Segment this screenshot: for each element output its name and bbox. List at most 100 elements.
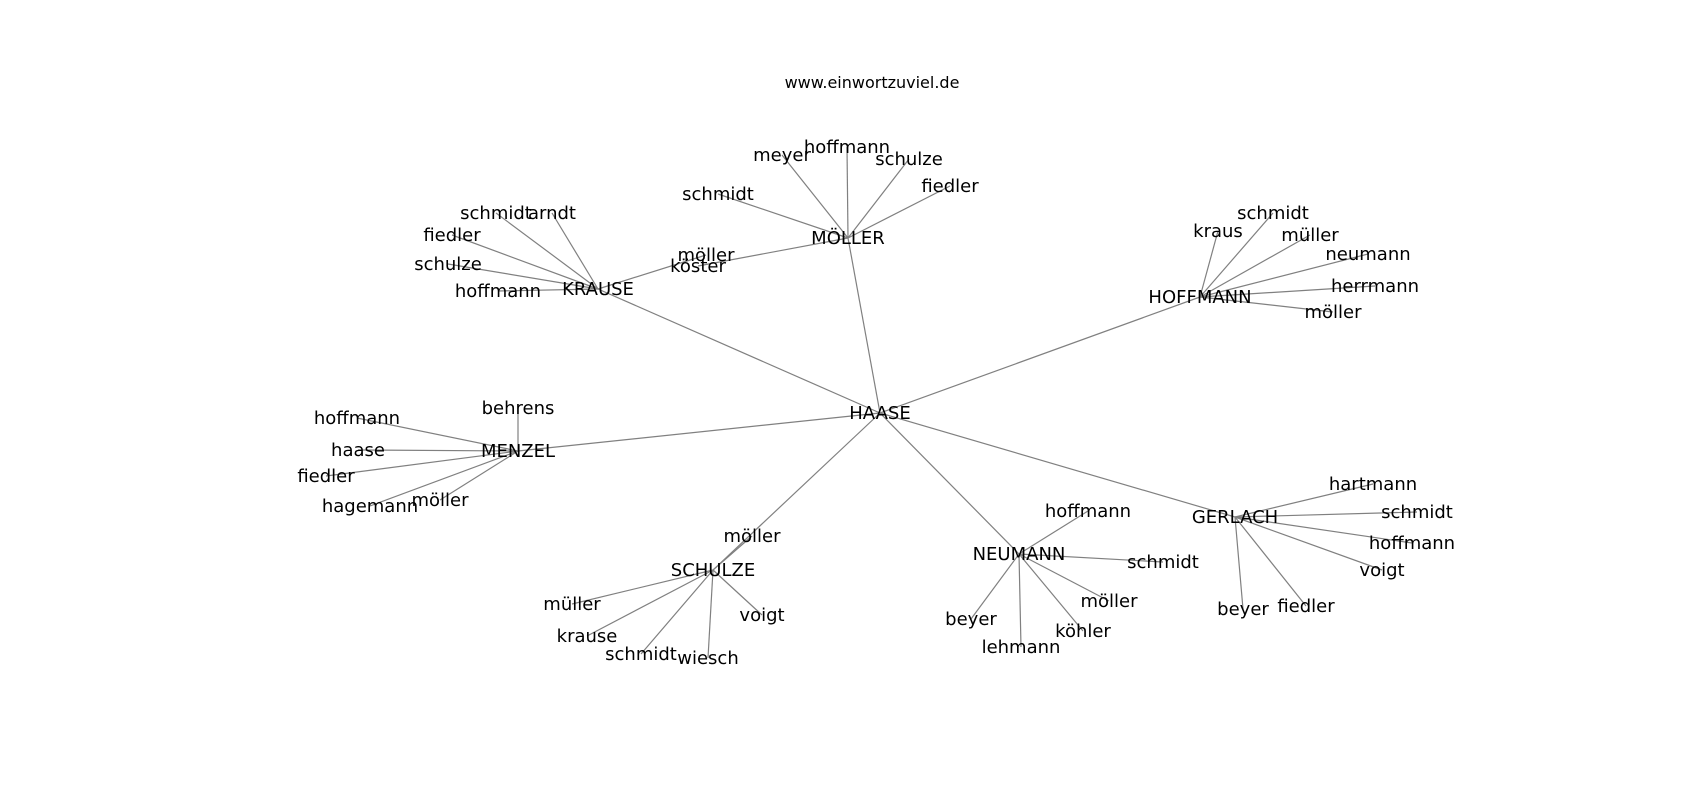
- leaf-node-label: schmidt: [460, 203, 532, 224]
- leaf-node-label: voigt: [1359, 560, 1404, 581]
- edge-hub-to-leaf: [847, 158, 910, 239]
- leaf-node-label: haase: [331, 440, 385, 461]
- leaf-node-label: kraus: [1193, 221, 1243, 242]
- hub-node-label: MÖLLER: [811, 227, 885, 249]
- leaf-node-label: hoffmann: [804, 137, 890, 158]
- edge-center-to-hub: [712, 412, 881, 571]
- edge-hub-to-leaf: [357, 449, 519, 452]
- site-title: www.einwortzuviel.de: [785, 73, 960, 92]
- leaf-node-label: müller: [543, 594, 601, 615]
- edge-hub-to-leaf: [451, 234, 599, 290]
- leaf-node-label: hagemann: [322, 496, 418, 517]
- edge-hub-to-leaf: [356, 417, 519, 452]
- edge-hub-to-leaf: [1199, 296, 1334, 313]
- leaf-node-label: schmidt: [605, 644, 677, 665]
- edge-hub-to-leaf: [1018, 553, 1084, 632]
- edge-hub-to-leaf: [325, 450, 519, 477]
- edge-hub-to-leaf: [1018, 553, 1110, 602]
- label-layer: kösterschmidtmeyerhoffmannschulzefiedler…: [297, 137, 1455, 669]
- leaf-node-label: beyer: [945, 609, 997, 630]
- leaf-node-label: voigt: [739, 605, 784, 626]
- leaf-node-label: fiedler: [921, 176, 979, 197]
- edge-hub-to-leaf: [1199, 212, 1274, 298]
- leaf-node-label: schmidt: [1381, 502, 1453, 523]
- leaf-node-label: hoffmann: [455, 281, 541, 302]
- leaf-node-label: meyer: [753, 145, 811, 166]
- leaf-node-label: möller: [1304, 302, 1362, 323]
- hub-node-label: MENZEL: [481, 441, 555, 462]
- edge-hub-to-leaf: [1234, 516, 1307, 607]
- hub-node-label: KRAUSE: [562, 279, 634, 300]
- edge-center-to-hub: [879, 296, 1201, 414]
- edge-hub-to-leaf: [1234, 516, 1413, 544]
- edge-hub-to-leaf: [1018, 553, 1164, 563]
- edge-center-to-hub: [879, 412, 1020, 555]
- edge-hub-to-leaf: [1234, 516, 1383, 571]
- leaf-node-label: arndt: [528, 203, 576, 224]
- edge-hub-to-leaf: [597, 254, 707, 290]
- edge-hub-to-leaf: [1018, 510, 1089, 555]
- leaf-node-label: schulze: [875, 149, 943, 170]
- leaf-node-label: schmidt: [1237, 203, 1309, 224]
- leaf-node-label: möller: [677, 245, 735, 266]
- edge-hub-to-leaf: [1199, 234, 1311, 298]
- edge-center-to-hub: [847, 237, 881, 414]
- leaf-node-label: beyer: [1217, 599, 1269, 620]
- edge-hub-to-leaf: [712, 569, 763, 616]
- edge-hub-to-leaf: [712, 535, 753, 571]
- leaf-node-label: schmidt: [682, 184, 754, 205]
- edge-hub-to-leaf: [707, 569, 714, 659]
- edge-hub-to-leaf: [1234, 511, 1418, 518]
- hub-node-label: HOFFMANN: [1148, 287, 1251, 308]
- edge-center-to-hub: [879, 412, 1236, 518]
- edge-hub-to-leaf: [369, 450, 519, 507]
- leaf-node-label: schmidt: [1127, 552, 1199, 573]
- edge-hub-to-leaf: [846, 146, 849, 239]
- leaf-node-label: möller: [411, 490, 469, 511]
- edge-hub-to-leaf: [717, 193, 849, 239]
- leaf-node-label: neumann: [1325, 244, 1410, 265]
- edge-hub-to-leaf: [551, 212, 599, 290]
- edge-hub-to-leaf: [439, 450, 519, 501]
- edge-hub-to-leaf: [1234, 483, 1374, 518]
- edge-hub-to-leaf: [1199, 285, 1376, 298]
- leaf-node-label: möller: [1080, 591, 1138, 612]
- edge-hub-to-leaf: [781, 154, 849, 239]
- leaf-node-label: schulze: [414, 254, 482, 275]
- leaf-node-label: herrmann: [1331, 276, 1419, 297]
- leaf-node-label: fiedler: [1277, 596, 1335, 617]
- edge-hub-to-leaf: [586, 569, 714, 637]
- edge-center-to-hub: [517, 412, 881, 452]
- leaf-node-label: wiesch: [677, 648, 738, 669]
- edge-center-to-hub: [597, 288, 881, 414]
- leaf-node-label: hoffmann: [314, 408, 400, 429]
- edge-hub-to-leaf: [1234, 516, 1244, 610]
- center-node-label: HAASE: [849, 403, 910, 424]
- hub-node-label: SCHULZE: [671, 560, 755, 581]
- hub-node-label: NEUMANN: [973, 544, 1066, 565]
- edge-hub-to-leaf: [571, 569, 714, 605]
- leaf-node-label: köhler: [1055, 621, 1111, 642]
- edge-hub-to-leaf: [847, 185, 951, 239]
- leaf-node-label: hoffmann: [1369, 533, 1455, 554]
- edge-hub-to-leaf: [970, 553, 1020, 620]
- leaf-node-label: krause: [557, 626, 618, 647]
- leaf-node-label: fiedler: [423, 225, 481, 246]
- edge-hub-to-leaf: [1199, 253, 1369, 298]
- edge-hub-to-leaf: [495, 212, 599, 290]
- edge-hub-to-leaf: [497, 288, 599, 292]
- leaf-node-label: hoffmann: [1045, 501, 1131, 522]
- leaf-node-label: fiedler: [297, 466, 355, 487]
- edge-layer: [325, 146, 1418, 659]
- edge-hub-to-leaf: [697, 237, 849, 267]
- leaf-node-label: hartmann: [1329, 474, 1417, 495]
- leaf-node-label: behrens: [482, 398, 555, 419]
- leaf-node-label: möller: [723, 526, 781, 547]
- leaf-node-label: lehmann: [982, 637, 1061, 658]
- leaf-node-label: köster: [670, 256, 726, 277]
- hub-node-label: GERLACH: [1192, 507, 1278, 528]
- edge-hub-to-leaf: [1018, 553, 1022, 648]
- edge-hub-to-leaf: [447, 263, 599, 290]
- edge-hub-to-leaf: [640, 569, 714, 655]
